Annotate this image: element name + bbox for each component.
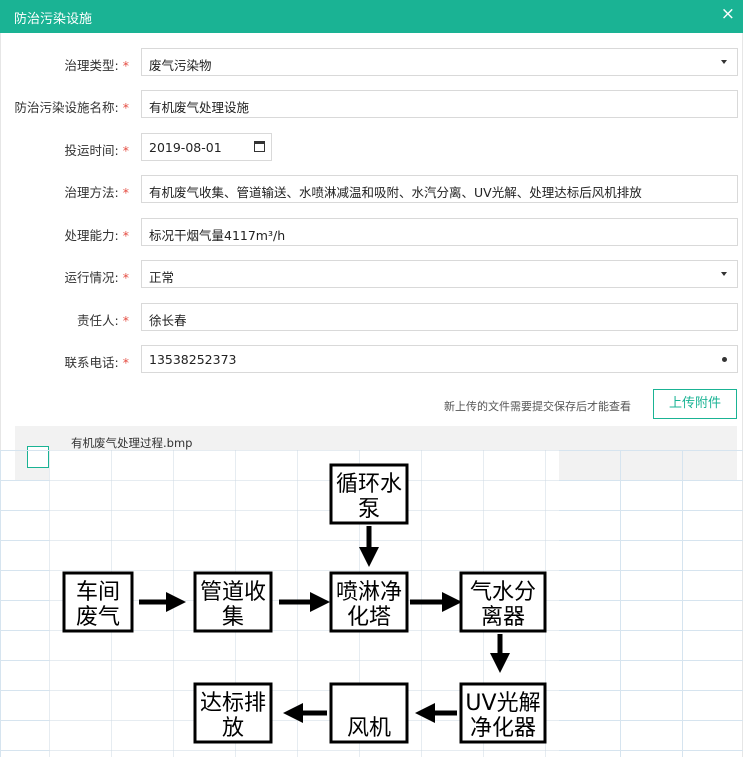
node-pipe-collection-line1: 管道收	[200, 580, 266, 605]
node-uv-purifier-line2: 净化器	[470, 716, 536, 741]
node-gas-water-separator: 气水分 离器	[459, 571, 547, 633]
calendar-icon[interactable]	[254, 141, 265, 152]
operation-status-label: 运行情况:*	[64, 270, 129, 285]
operation-status-value: 正常	[149, 270, 175, 285]
facility-name-input[interactable]: 有机废气处理设施	[141, 90, 738, 118]
treatment-method-input[interactable]: 有机废气收集、管道输送、水喷淋减温和吸附、水汽分离、UV光解、处理达标后风机排放	[141, 175, 738, 203]
form-row-commission-date: 投运时间:* 2019-08-01	[0, 133, 743, 163]
form-row-facility-name: 防治污染设施名称:* 有机废气处理设施	[0, 90, 743, 120]
responsible-person-input[interactable]: 徐长春	[141, 303, 738, 331]
responsible-person-value: 徐长春	[149, 313, 187, 328]
form-row-treatment-type: 治理类型:* 废气污染物	[0, 48, 743, 78]
node-separator-line1: 气水分	[470, 580, 536, 605]
chevron-down-icon	[721, 272, 727, 276]
dot-icon	[722, 357, 727, 362]
operation-status-select[interactable]: 正常	[141, 260, 738, 288]
form-row-capacity: 处理能力:* 标况干烟气量4117m³/h	[0, 218, 743, 248]
node-fan-line2: 风机	[347, 716, 391, 741]
node-workshop-gas: 车间 废气	[62, 571, 134, 633]
commission-date-label: 投运时间:*	[64, 143, 129, 158]
capacity-label: 处理能力:*	[64, 228, 129, 243]
treatment-type-select[interactable]: 废气污染物	[141, 48, 738, 76]
node-circulating-pump-line1: 循环水	[336, 472, 402, 497]
node-uv-purifier: UV光解 净化器	[459, 682, 547, 744]
node-uv-purifier-line1: UV光解	[465, 691, 540, 716]
upload-note: 新上传的文件需要提交保存后才能查看	[444, 400, 631, 413]
node-circulating-pump: 循环水 泵	[329, 463, 409, 525]
close-icon[interactable]: ×	[720, 4, 735, 24]
facility-name-value: 有机废气处理设施	[149, 100, 250, 115]
node-pipe-collection: 管道收 集	[193, 571, 273, 633]
upload-attachment-button[interactable]: 上传附件	[653, 389, 737, 419]
node-spray-tower-line2: 化塔	[347, 605, 391, 630]
capacity-input[interactable]: 标况干烟气量4117m³/h	[141, 218, 738, 246]
node-circulating-pump-line2: 泵	[358, 497, 380, 522]
facility-name-label: 防治污染设施名称:*	[14, 100, 129, 115]
treatment-method-value: 有机废气收集、管道输送、水喷淋减温和吸附、水汽分离、UV光解、处理达标后风机排放	[149, 185, 642, 200]
commission-date-input[interactable]: 2019-08-01	[141, 133, 272, 161]
node-discharge: 达标排 放	[193, 682, 273, 744]
dialog-title: 防治污染设施	[14, 12, 93, 27]
form-row-phone: 联系电话:* 13538252373	[0, 345, 743, 375]
node-discharge-line2: 放	[222, 716, 244, 741]
node-workshop-gas-line2: 废气	[76, 605, 120, 630]
flow-arrows	[139, 526, 510, 723]
node-spray-tower: 喷淋净 化塔	[329, 571, 409, 633]
phone-input[interactable]: 13538252373	[141, 345, 738, 373]
treatment-type-label: 治理类型:*	[64, 58, 129, 73]
attachment-preview-diagram: 循环水 泵 车间 废气 管道收 集 喷淋净 化塔 气水分 离器 UV光解 净化器	[49, 450, 559, 757]
treatment-method-label: 治理方法:*	[64, 185, 129, 200]
node-pipe-collection-line2: 集	[222, 605, 244, 630]
phone-value: 13538252373	[149, 352, 237, 367]
node-separator-line2: 离器	[481, 605, 525, 630]
responsible-person-label: 责任人:*	[77, 313, 129, 328]
node-fan: 风机	[329, 682, 409, 744]
node-discharge-line1: 达标排	[200, 691, 266, 716]
form-row-treatment-method: 治理方法:* 有机废气收集、管道输送、水喷淋减温和吸附、水汽分离、UV光解、处理…	[0, 175, 743, 205]
attachment-file-name[interactable]: 有机废气处理过程.bmp	[71, 436, 193, 450]
treatment-type-value: 废气污染物	[149, 58, 212, 73]
commission-date-value: 2019-08-01	[149, 140, 222, 155]
form-row-operation-status: 运行情况:* 正常	[0, 260, 743, 290]
chevron-down-icon	[721, 60, 727, 64]
node-spray-tower-line1: 喷淋净	[336, 580, 402, 605]
dialog-titlebar: 防治污染设施 ×	[0, 0, 743, 33]
capacity-value: 标况干烟气量4117m³/h	[149, 228, 286, 243]
phone-label: 联系电话:*	[64, 355, 129, 370]
form-row-responsible-person: 责任人:* 徐长春	[0, 303, 743, 333]
node-workshop-gas-line1: 车间	[76, 580, 120, 605]
